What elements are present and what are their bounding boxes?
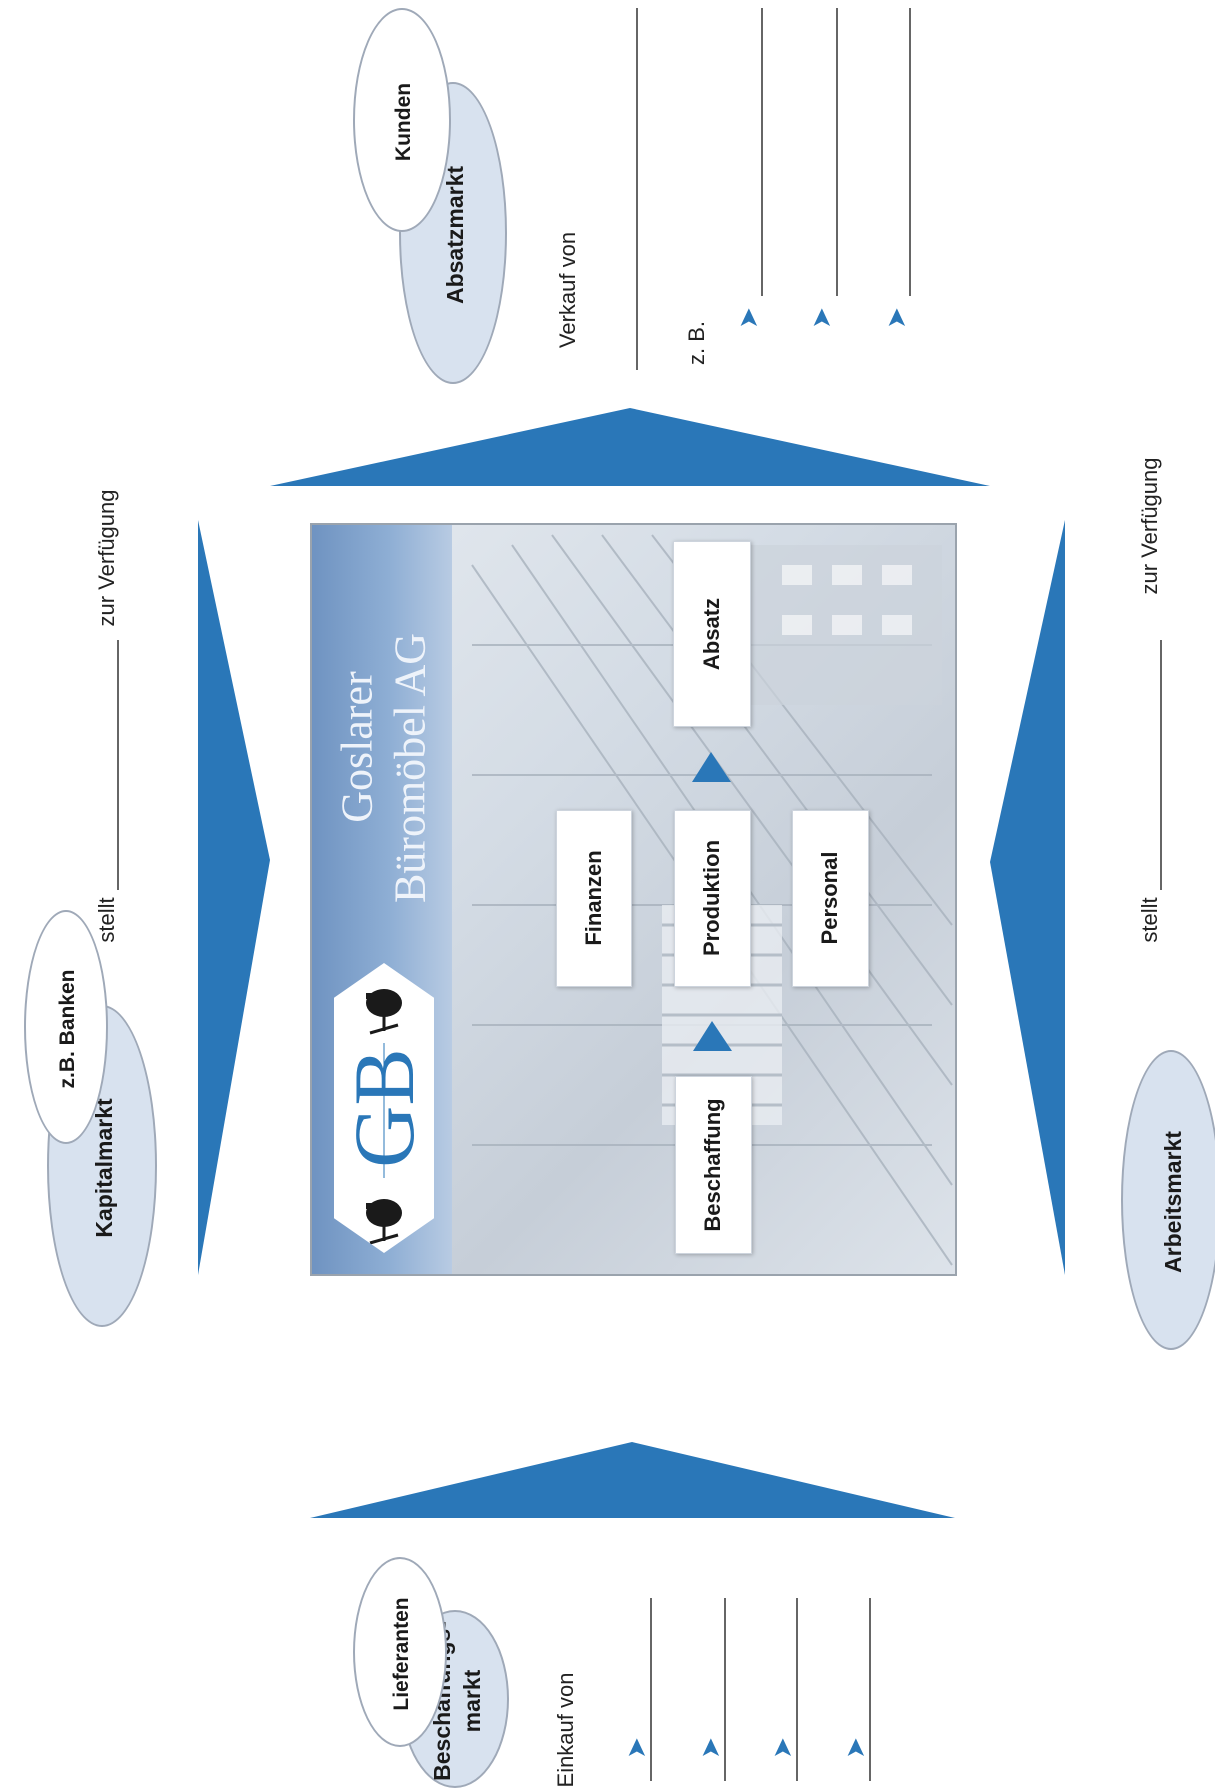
- dept-personal-label: Personal: [817, 851, 842, 945]
- suppliers-ellipse: Lieferanten: [353, 1557, 447, 1747]
- customers-ellipse: Kunden: [353, 8, 451, 232]
- purchase-of-label: Einkauf von: [553, 1672, 578, 1788]
- market-labor-ellipse: Arbeitsmarkt: [1121, 1050, 1215, 1350]
- arrowhead-icon: ➤: [621, 1737, 651, 1759]
- market-procurement-line2: markt: [459, 1669, 485, 1733]
- flow-arrow-labor: [990, 520, 1065, 1275]
- customers-label: Kunden: [392, 82, 415, 162]
- arrowhead-icon: ➤: [767, 1737, 797, 1759]
- dept-absatz-label: Absatz: [699, 597, 724, 671]
- arrowhead-icon: ➤: [806, 307, 836, 329]
- arrowhead-icon: ➤: [881, 307, 911, 329]
- dept-box-absatz: Absatz: [673, 541, 751, 727]
- dept-box-finanzen: Finanzen: [556, 810, 632, 987]
- dept-box-personal: Personal: [792, 810, 869, 987]
- labor-available-label: zur Verfügung: [1137, 457, 1162, 595]
- logo-letters: GB: [336, 1048, 432, 1168]
- dept-beschaffung-label: Beschaffung: [700, 1098, 725, 1232]
- dept-box-beschaffung: Beschaffung: [675, 1076, 752, 1254]
- banks-ellipse: z.B. Banken: [24, 910, 108, 1144]
- chair-icon: [366, 989, 402, 1245]
- company-name-line2: Büromöbel AG: [385, 632, 435, 904]
- market-sales-label: Absatzmarkt: [442, 165, 468, 305]
- flow-arrow-sales: [270, 408, 990, 486]
- company-panel: GB Goslarer Büromöbel AG Beschaffung Fin…: [310, 523, 957, 1276]
- arrowhead-icon: ➤: [733, 307, 763, 329]
- dept-produktion-label: Produktion: [699, 839, 724, 957]
- dept-finanzen-label: Finanzen: [581, 850, 606, 946]
- company-logo: GB: [334, 963, 434, 1253]
- dept-box-produktion: Produktion: [674, 810, 751, 987]
- flow-arrow-capital: [198, 520, 270, 1275]
- suppliers-label: Lieferanten: [390, 1597, 413, 1711]
- example-label: z. B.: [684, 320, 709, 366]
- banks-label: z.B. Banken: [56, 969, 79, 1089]
- company-name-line1: Goslarer: [332, 671, 382, 823]
- sale-of-label: Verkauf von: [555, 231, 580, 349]
- arrowhead-icon: ➤: [695, 1737, 725, 1759]
- labor-provides-label: stellt: [1137, 897, 1162, 943]
- capital-provides-label: stellt: [94, 897, 119, 943]
- flow-arrow-procurement: [310, 1442, 955, 1518]
- arrowhead-icon: ➤: [840, 1737, 870, 1759]
- market-capital-label: Kapitalmarkt: [91, 1098, 117, 1238]
- capital-available-label: zur Verfügung: [94, 489, 119, 627]
- market-labor-label: Arbeitsmarkt: [1160, 1131, 1186, 1273]
